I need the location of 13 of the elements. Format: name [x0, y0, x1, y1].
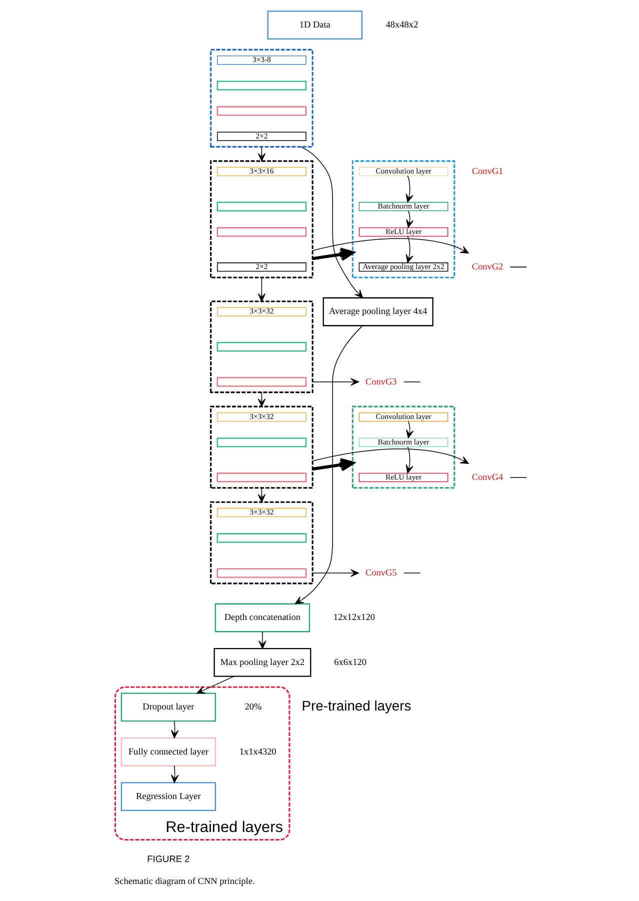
label: FIGURE 2 — [147, 854, 190, 864]
node-text: ConvG5 — [366, 567, 397, 578]
node-label: 6x6x120 — [334, 656, 366, 667]
node-label: 20% — [244, 702, 262, 712]
node-text: ConvG4 — [472, 472, 504, 482]
node-text: ConvG3 — [366, 376, 397, 386]
node-text: ConvG2 — [472, 261, 504, 272]
label: Pre-trained layers — [302, 698, 412, 714]
node-text: ConvG1 — [472, 166, 504, 176]
node-label: 12x12x120 — [333, 612, 375, 622]
node-label: 1x1x4320 — [239, 746, 276, 756]
node-label: 48x48x2 — [386, 19, 418, 30]
caption: Schematic diagram of CNN principle. — [114, 876, 255, 886]
